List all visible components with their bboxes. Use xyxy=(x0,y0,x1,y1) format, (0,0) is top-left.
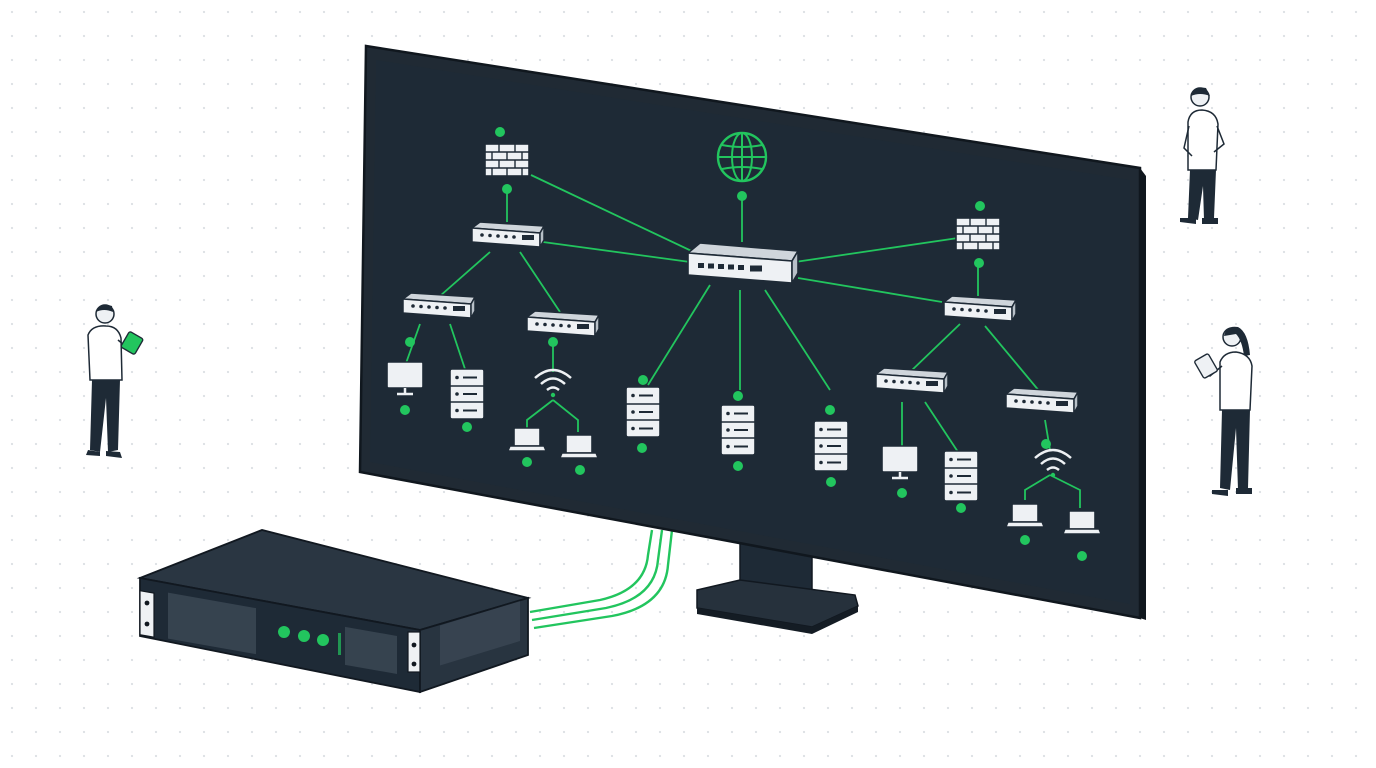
switch-left-a xyxy=(402,292,476,319)
switch-right-b xyxy=(1005,387,1079,414)
rack-server xyxy=(136,529,532,694)
person-left-with-tablet xyxy=(86,304,144,458)
switch-left-b xyxy=(526,310,600,337)
switch-right-a xyxy=(875,367,949,394)
status-led xyxy=(278,626,290,638)
status-led xyxy=(317,634,329,646)
laptop-icon xyxy=(559,434,599,459)
laptop-icon xyxy=(1005,503,1045,528)
server-rack-icon xyxy=(720,404,756,456)
status-led xyxy=(298,630,310,642)
person-right-with-tablet xyxy=(1194,326,1253,496)
switch-core xyxy=(687,242,799,284)
firewall-icon-right xyxy=(955,217,1001,251)
server-rack-icon xyxy=(625,386,661,438)
topology-links xyxy=(404,174,1081,508)
network-cables xyxy=(529,529,674,630)
switch-left xyxy=(471,221,545,248)
switch-right xyxy=(943,295,1017,322)
laptop-icon xyxy=(507,427,547,452)
server-rack-icon xyxy=(943,450,979,502)
status-leds xyxy=(278,626,329,646)
connection-dots xyxy=(400,127,1087,561)
person-top-right-hands-on-hips xyxy=(1180,87,1225,224)
monitor xyxy=(358,44,1146,620)
server-rack-icon xyxy=(449,368,485,420)
firewall-icon-left xyxy=(484,143,530,177)
monitor-screen xyxy=(370,60,1130,604)
globe-icon xyxy=(716,131,768,183)
laptop-icon xyxy=(1062,510,1102,535)
server-rack-icon xyxy=(813,420,849,472)
